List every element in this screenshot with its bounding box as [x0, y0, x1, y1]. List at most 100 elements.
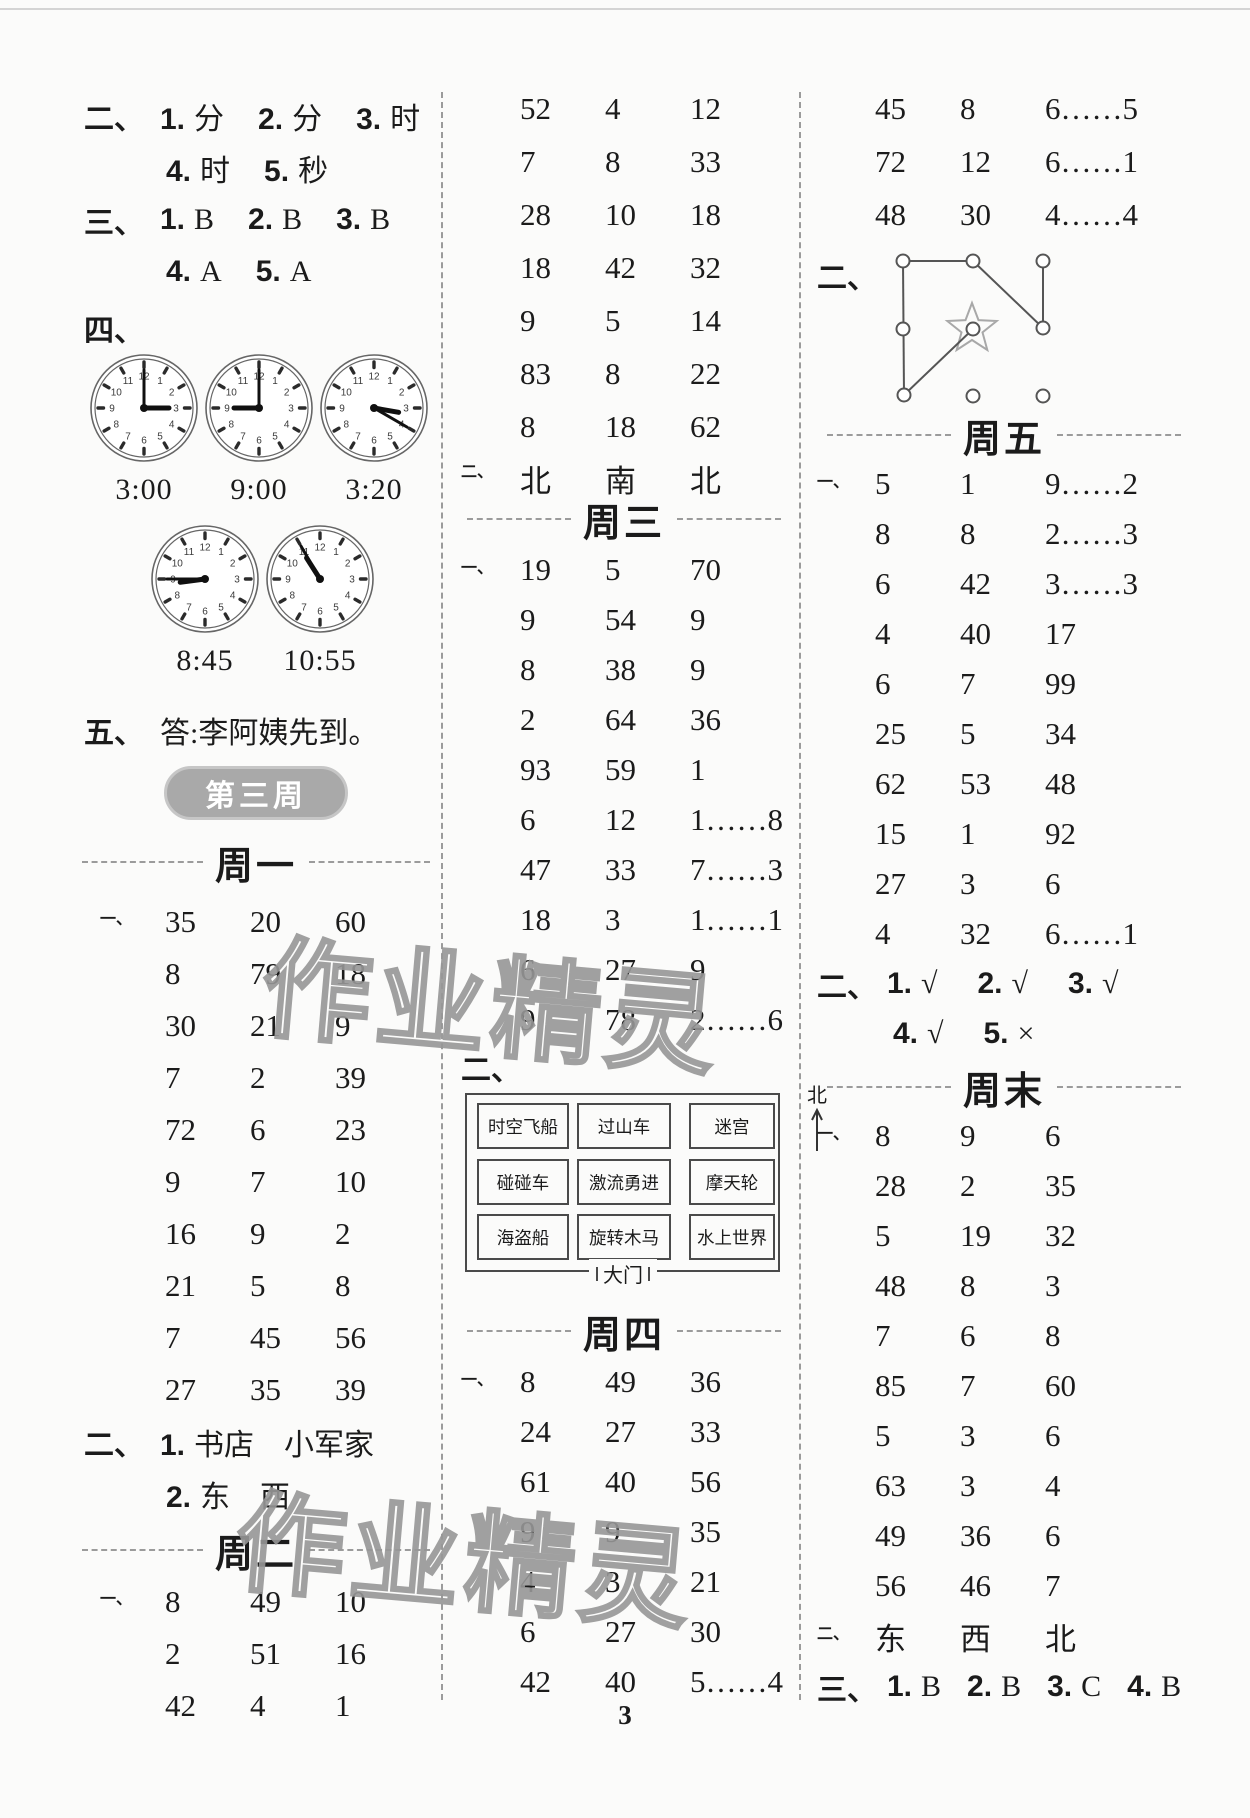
answer-item: 5.A: [256, 255, 312, 289]
answer-cell: 北: [520, 463, 551, 499]
up-arrow-icon: [811, 1107, 823, 1151]
answer-cell: 18: [605, 408, 636, 444]
answer-cell: 24: [520, 1414, 551, 1449]
answer-value: B: [921, 1670, 942, 1703]
svg-text:10: 10: [341, 388, 353, 399]
question-label: 四、: [84, 315, 144, 348]
svg-text:5: 5: [157, 431, 163, 442]
answer-line: 三、 1.B 2.B 3.B: [70, 194, 442, 246]
divider: [309, 1549, 431, 1551]
svg-text:1: 1: [272, 376, 278, 387]
check-mark: √: [1011, 967, 1028, 1000]
answer-cell: 49: [250, 1584, 281, 1619]
week-header-label: 周三: [583, 502, 666, 545]
answer-value: 分: [292, 103, 323, 136]
answer-cell: 56: [335, 1320, 366, 1355]
item-number: 3.: [356, 103, 382, 136]
svg-text:8: 8: [229, 420, 235, 431]
svg-text:6: 6: [317, 607, 323, 618]
answer-cell: 85: [875, 1368, 906, 1403]
answer-line: 4.A 5.A: [70, 246, 442, 298]
week-header-label: 周四: [583, 1314, 666, 1357]
answer-cell: 79: [250, 956, 281, 991]
answer-cell: 6: [250, 1112, 266, 1147]
answer-item: 5.×: [984, 1017, 1035, 1051]
answer-value: A: [200, 255, 222, 288]
north-indicator: 北: [807, 1085, 827, 1153]
svg-text:5: 5: [333, 602, 339, 613]
svg-text:8: 8: [344, 420, 350, 431]
answer-cell: 5: [250, 1268, 266, 1303]
answer-item: 2.东 西: [166, 1472, 290, 1516]
answer-cell: 3: [1045, 1268, 1061, 1303]
answer-value: 时: [390, 103, 421, 136]
answer-cell: 40: [605, 1464, 636, 1499]
dot-connect-drawing: [895, 253, 1051, 404]
answer-cell: 5: [875, 1418, 891, 1453]
answer-cell: 7: [165, 1320, 181, 1355]
week-badge: 第三周: [164, 766, 348, 820]
answer-cell: 8: [875, 1118, 891, 1153]
clock-cell: 121234567891011 3:00: [88, 352, 200, 507]
answer-cell: 4: [520, 1564, 536, 1599]
week-header-label: 周末: [963, 1070, 1046, 1113]
answer-cell: 21: [165, 1268, 196, 1303]
answer-item: 4.√: [893, 1017, 944, 1051]
answer-cell: 9……2: [1045, 466, 1138, 501]
answer-cell: 7: [875, 1318, 891, 1353]
answer-cell: 45: [250, 1320, 281, 1355]
analog-clock: 121234567891011: [149, 523, 261, 640]
question-label: 二、: [461, 1054, 521, 1087]
answer-value: B: [1161, 1670, 1182, 1703]
answer-cell: 6: [1045, 1518, 1061, 1553]
answer-cell: 22: [690, 355, 721, 391]
answer-cell: 1: [960, 816, 976, 851]
answer-cell: 36: [960, 1518, 991, 1553]
answer-cell: 35: [690, 1514, 721, 1549]
answer-cell: 5: [875, 1218, 891, 1253]
answer-cell: 6……1: [1045, 916, 1138, 951]
svg-text:5: 5: [272, 431, 278, 442]
answer-cell: 27: [165, 1372, 196, 1407]
answer-cell: 9: [520, 1002, 536, 1037]
answer-line: 四、: [70, 304, 442, 352]
answer-cell: 45: [875, 90, 906, 126]
answer-cell: 3: [960, 1468, 976, 1503]
answer-cell: 32: [690, 249, 721, 285]
question-label: 二、: [817, 971, 877, 1004]
answer-cell: 19: [960, 1218, 991, 1253]
svg-text:3: 3: [403, 404, 409, 415]
svg-text:5: 5: [218, 602, 224, 613]
answer-line: 4.时 5.秒: [70, 142, 442, 194]
clock-time-label: 8:45: [176, 644, 234, 677]
answer-cell: 2……3: [1045, 516, 1138, 551]
park-map: 时空飞船 过山车 迷宫 碰碰车 激流勇进 摩天轮 海盗船 旋转木马 水上世界 大…: [465, 1085, 827, 1288]
answer-cell: 15: [875, 816, 906, 851]
answer-cell: 5: [875, 466, 891, 501]
answer-cell: 8: [520, 1364, 536, 1399]
answer-cell: 30: [960, 196, 991, 232]
answer-cell: 30: [690, 1614, 721, 1649]
answer-item: 1.B: [887, 1670, 941, 1704]
park-cell: 时空飞船: [477, 1103, 569, 1149]
answer-cell: 35: [1045, 1168, 1076, 1203]
svg-text:2: 2: [345, 559, 351, 570]
answer-cell: 5: [960, 716, 976, 751]
answer-cell: 39: [335, 1060, 366, 1095]
answer-cell: 18: [690, 196, 721, 232]
week-header-label: 周一: [215, 845, 298, 888]
answer-item: 4.B: [1127, 1670, 1181, 1704]
answer-item: 2.B: [248, 203, 302, 237]
